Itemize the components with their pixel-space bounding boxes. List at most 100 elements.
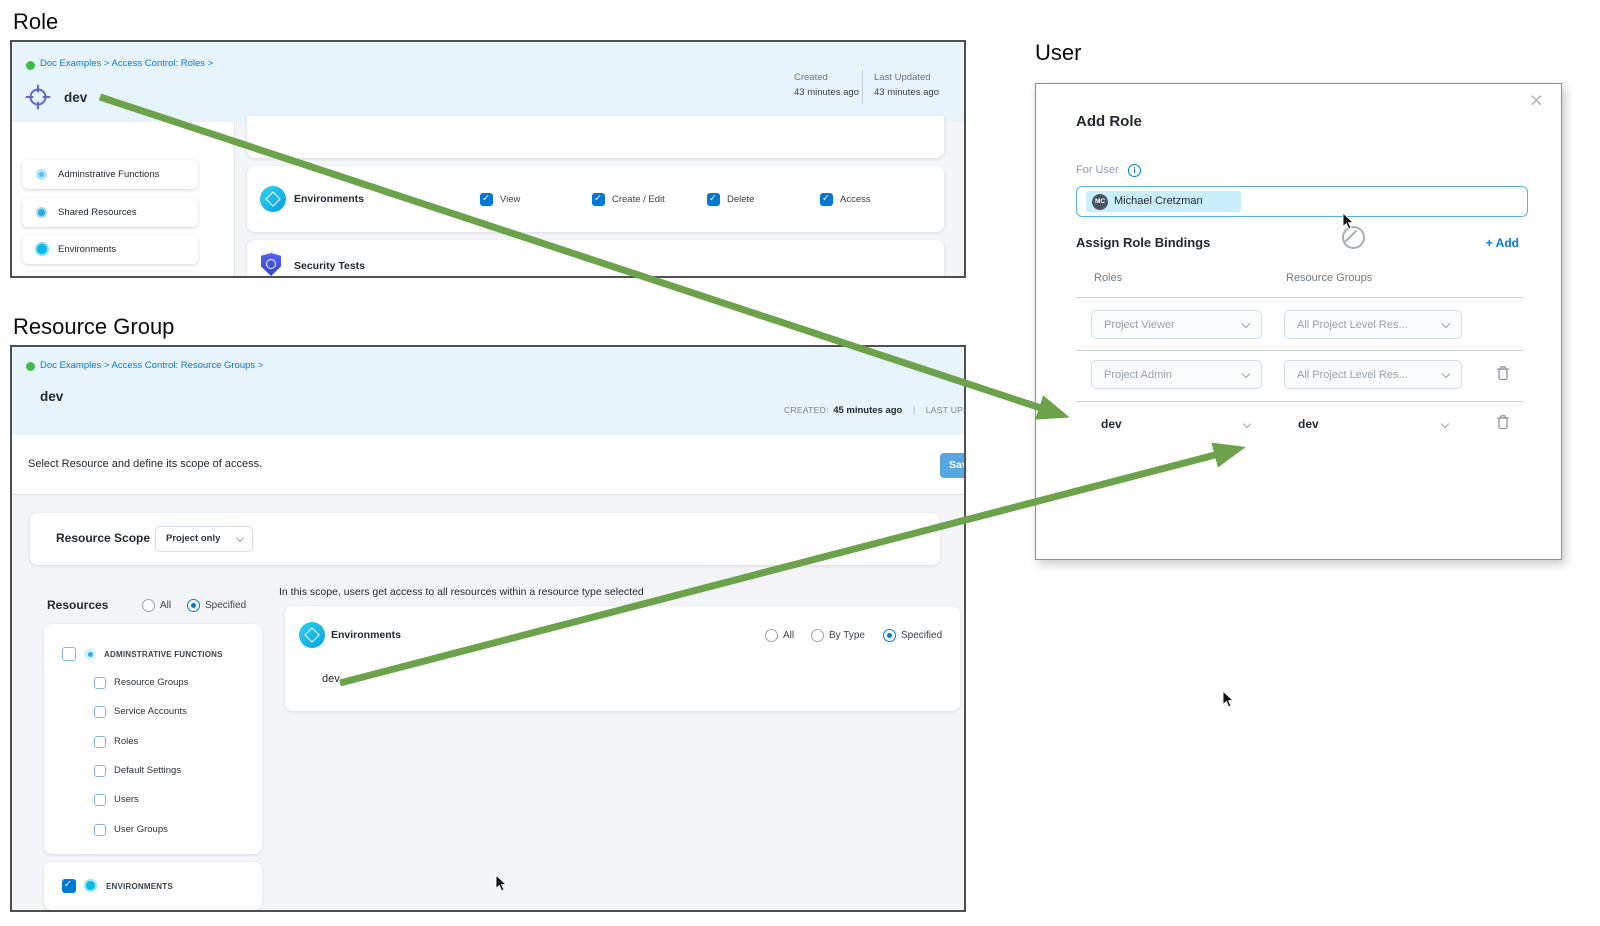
env-specified-radio[interactable] <box>883 629 896 642</box>
category-dot-icon <box>36 169 47 180</box>
resource-scope-card: Resource Scope Project only <box>30 513 940 565</box>
permission-row-label: Environments <box>294 193 365 205</box>
user-groups-label: User Groups <box>114 824 168 835</box>
breadcrumb[interactable]: Doc Examples > Access Control: Resource … <box>40 360 264 371</box>
chevron-down-icon <box>1442 371 1451 380</box>
resource-group-section-title: Resource Group <box>13 314 175 339</box>
sidebar-item-label: Environments <box>58 244 117 255</box>
access-checkbox[interactable] <box>820 193 833 206</box>
for-user-label: For User <box>1076 164 1119 176</box>
resource-group-select[interactable]: All Project Level Res... <box>1284 310 1462 339</box>
resource-groups-checkbox[interactable] <box>94 677 106 689</box>
rg-created-label: CREATED: <box>784 405 829 415</box>
resource-group-select[interactable]: All Project Level Res... <box>1284 360 1462 389</box>
divider <box>1076 350 1523 351</box>
mouse-cursor <box>1222 690 1234 708</box>
resource-groups-label: Resource Groups <box>114 677 189 688</box>
admin-functions-label: ADMINSTRATIVE FUNCTIONS <box>104 650 223 659</box>
security-shield-icon <box>261 253 281 276</box>
updated-value: 43 minutes ago <box>874 87 939 98</box>
resource-group-select-value-dev[interactable]: dev <box>1298 417 1319 431</box>
project-icon <box>26 362 35 371</box>
admin-functions-checkbox[interactable] <box>62 647 76 661</box>
role-select-value: Project Viewer <box>1104 318 1175 331</box>
chevron-down-icon <box>1242 371 1251 380</box>
environments-icon <box>260 186 286 212</box>
role-select-value: Project Admin <box>1104 368 1172 381</box>
security-tests-card: Security Tests <box>247 240 944 276</box>
admin-functions-dot-icon <box>84 648 96 660</box>
category-dot-icon <box>35 242 49 256</box>
sidebar-item-label: Adminstrative Functions <box>58 169 160 180</box>
environments-group-checkbox[interactable] <box>62 879 76 893</box>
meta-divider <box>862 70 863 104</box>
chevron-down-icon <box>236 535 245 544</box>
resources-specified-radio[interactable] <box>187 599 200 612</box>
resources-all-radio[interactable] <box>142 599 155 612</box>
clipped-permission-card <box>247 116 944 158</box>
mouse-cursor <box>1342 212 1354 230</box>
env-by-type-radio[interactable] <box>811 629 824 642</box>
service-accounts-checkbox[interactable] <box>94 706 106 718</box>
create-edit-checkbox[interactable] <box>592 193 605 206</box>
view-checkbox[interactable] <box>480 193 493 206</box>
trash-icon[interactable] <box>1496 414 1510 430</box>
create-edit-label: Create / Edit <box>612 194 665 205</box>
breadcrumb[interactable]: Doc Examples > Access Control: Roles > <box>40 58 214 69</box>
chevron-down-icon <box>1442 321 1451 330</box>
resource-group-select-value: All Project Level Res... <box>1297 368 1408 381</box>
role-panel: Doc Examples > Access Control: Roles > d… <box>10 40 966 278</box>
chevron-down-icon[interactable] <box>1243 421 1252 430</box>
trash-icon[interactable] <box>1496 365 1510 381</box>
role-select[interactable]: Project Admin <box>1091 360 1262 389</box>
env-all-radio[interactable] <box>765 629 778 642</box>
users-label: Users <box>114 794 139 805</box>
user-chip[interactable]: MC Michael Cretzman <box>1086 191 1241 212</box>
avatar: MC <box>1092 193 1108 210</box>
resource-group-name: dev <box>40 389 64 404</box>
roles-column-header: Roles <box>1094 272 1123 284</box>
users-checkbox[interactable] <box>94 794 106 806</box>
user-chip-name: Michael Cretzman <box>1114 195 1203 207</box>
info-icon[interactable]: i <box>1128 164 1141 177</box>
environments-group-label: ENVIRONMENTS <box>106 882 173 891</box>
environments-permission-card: Environments View Create / Edit Delete A… <box>247 166 944 232</box>
rg-updated-label: LAST UPD <box>925 405 966 415</box>
user-groups-checkbox[interactable] <box>94 824 106 836</box>
role-select-value-dev[interactable]: dev <box>1101 417 1122 431</box>
env-by-type-label: By Type <box>829 630 865 641</box>
delete-checkbox[interactable] <box>707 193 720 206</box>
resource-scope-dropdown[interactable]: Project only <box>155 526 253 552</box>
resources-specified-label: Specified <box>205 600 247 611</box>
role-section-title: Role <box>13 9 59 34</box>
save-button[interactable]: Save <box>940 453 964 478</box>
sidebar-item-administrative-functions[interactable]: Adminstrative Functions <box>22 160 198 189</box>
divider <box>1076 297 1523 298</box>
close-icon[interactable]: × <box>1529 87 1543 113</box>
security-row-label: Security Tests <box>294 260 366 272</box>
add-binding-button[interactable]: + Add <box>1485 236 1519 250</box>
updated-label: Last Updated <box>874 72 931 83</box>
clipped-sidebar-card <box>22 272 198 276</box>
role-target-icon <box>25 84 51 110</box>
sidebar-item-label: Shared Resources <box>58 207 137 218</box>
roles-label: Roles <box>114 736 139 747</box>
user-input[interactable]: MC Michael Cretzman <box>1076 186 1528 217</box>
role-sidebar: Adminstrative Functions Shared Resources… <box>12 122 235 276</box>
divider <box>1076 401 1523 402</box>
sidebar-item-shared-resources[interactable]: Shared Resources <box>22 198 198 227</box>
role-updated-block: Last Updated 43 minutes ago <box>874 72 939 98</box>
default-settings-checkbox[interactable] <box>94 765 106 777</box>
roles-checkbox[interactable] <box>94 736 106 748</box>
delete-label: Delete <box>727 194 755 205</box>
env-specified-label: Specified <box>901 630 943 641</box>
user-section-title: User <box>1035 40 1082 65</box>
role-select[interactable]: Project Viewer <box>1091 310 1262 339</box>
scope-note: In this scope, users get access to all r… <box>279 586 644 598</box>
chevron-down-icon[interactable] <box>1441 421 1450 430</box>
sidebar-item-environments[interactable]: Environments <box>22 235 198 264</box>
role-created-block: Created 43 minutes ago <box>794 72 859 98</box>
created-value: 43 minutes ago <box>794 87 859 98</box>
resources-all-label: All <box>160 600 172 611</box>
not-allowed-icon <box>1342 226 1365 249</box>
